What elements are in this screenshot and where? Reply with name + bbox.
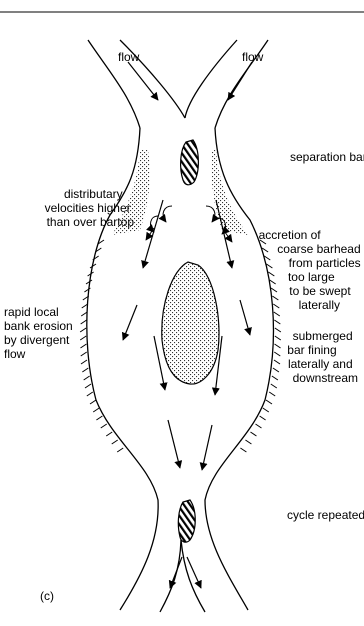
right-erosion-tick <box>275 328 281 332</box>
right-erosion-tick <box>275 344 281 348</box>
label-distributary: distributary velocities higher than over… <box>45 187 135 229</box>
label-rapid-erosion: rapid local bank erosion by divergent fl… <box>4 305 76 361</box>
left-outflow-inner-bank <box>160 540 181 612</box>
right-erosion-tick <box>255 424 261 428</box>
label-cycle-repeated: cycle repeated <box>287 508 364 522</box>
right-bank-erosion-ticks <box>240 240 280 452</box>
right-erosion-tick <box>250 432 256 436</box>
left-erosion-tick <box>80 328 86 332</box>
left-erosion-tick <box>85 384 91 388</box>
right-erosion-tick <box>271 288 277 292</box>
left-erosion-tick <box>101 424 107 428</box>
left-erosion-tick <box>90 400 96 404</box>
left-erosion-tick <box>106 432 112 436</box>
right-erosion-tick <box>266 400 272 404</box>
label-separation-bars: separation bars <box>290 150 364 164</box>
left-erosion-tick <box>82 368 88 372</box>
left-erosion-tick <box>81 352 87 356</box>
left-erosion-tick <box>112 440 118 444</box>
flow-arrow-top-left <box>128 62 158 100</box>
flow-arrow-left-4 <box>168 420 180 468</box>
left-erosion-tick <box>93 408 99 412</box>
right-erosion-tick <box>272 296 278 300</box>
label-accretion: accretion of coarse barhead from particl… <box>259 228 364 312</box>
right-erosion-tick <box>268 272 274 276</box>
flow-arrow-right-4 <box>202 425 212 470</box>
left-erosion-tick <box>81 320 87 324</box>
label-flow-right: flow <box>242 50 264 64</box>
right-erosion-tick <box>245 440 251 444</box>
left-erosion-tick <box>84 288 90 292</box>
central-bar <box>162 262 219 384</box>
left-erosion-tick <box>80 344 86 348</box>
right-erosion-tick <box>274 320 280 324</box>
upper-barhead <box>181 140 199 185</box>
right-erosion-tick <box>275 336 281 340</box>
left-erosion-tick <box>84 376 90 380</box>
flow-arrow-bottom-left <box>170 557 182 588</box>
right-erosion-tick <box>260 416 266 420</box>
left-erosion-tick <box>81 360 87 364</box>
flow-arrow-right-2 <box>240 300 250 335</box>
right-erosion-tick <box>270 280 276 284</box>
flow-arrow-bottom-right <box>187 557 201 588</box>
left-erosion-tick <box>96 416 102 420</box>
eddy-right-outer <box>206 206 215 222</box>
right-erosion-tick <box>263 408 269 412</box>
label-flow-left: flow <box>118 50 140 64</box>
flow-arrow-top-right <box>228 62 252 100</box>
flow-arrow-left-2 <box>123 305 137 340</box>
right-erosion-tick <box>274 352 280 356</box>
flow-arrow-left-1 <box>143 200 163 268</box>
right-erosion-tick <box>273 368 279 372</box>
right-erosion-tick <box>269 392 275 396</box>
eddy-left-outer <box>163 206 172 222</box>
right-separation-bar <box>211 150 248 235</box>
label-submerged: submerged bar fining laterally and downs… <box>287 329 358 385</box>
lower-barhead <box>178 500 195 542</box>
left-bank-erosion-ticks <box>80 240 123 452</box>
left-erosion-tick <box>87 392 93 396</box>
right-erosion-tick <box>273 304 279 308</box>
right-erosion-tick <box>272 376 278 380</box>
right-outflow-inner-bank <box>181 540 205 612</box>
right-erosion-tick <box>271 384 277 388</box>
left-erosion-tick <box>80 336 86 340</box>
right-erosion-tick <box>274 360 280 364</box>
right-inflow-inner-bank <box>185 40 237 118</box>
right-erosion-tick <box>274 312 280 316</box>
left-erosion-tick <box>117 448 123 452</box>
right-erosion-tick <box>240 448 246 452</box>
label-panel: (c) <box>40 589 54 603</box>
